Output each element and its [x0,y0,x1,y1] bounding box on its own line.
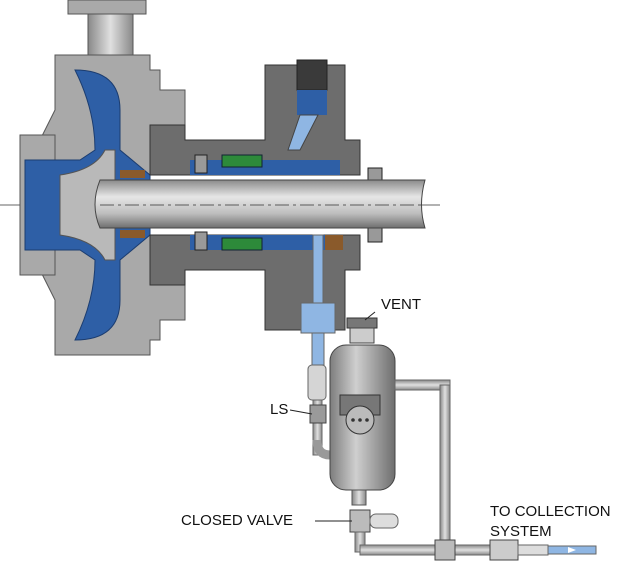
bushing-outboard [325,235,343,250]
drain-passage [312,234,324,306]
top-port-fluid [297,90,327,115]
seal-face-bottom [221,237,263,251]
vent-cap [346,317,378,329]
spring-bottom [194,231,208,251]
drain-tube [312,399,323,456]
reservoir-outlet [351,489,367,506]
seal-face-top [221,154,263,168]
spring-top [194,154,208,174]
closed-valve [349,509,371,533]
closed-valve-label: CLOSED VALVE [181,512,293,529]
tee-fitting [434,539,456,561]
overflow-down-pipe [439,384,451,551]
top-port-plug [296,59,328,91]
flow-arrow-icon [568,547,576,553]
vent-fitting [349,327,375,344]
outlet-fitting [517,544,549,556]
vent-label: VENT [381,296,422,313]
level-switch-valve [309,404,327,424]
collection-label-line2: SYSTEM [490,523,552,540]
level-switch-dots [351,418,369,422]
vent-leader [364,311,376,321]
closed-valve-handle [369,513,399,529]
bushing-top [120,170,145,178]
impeller [59,149,116,261]
drain-pipe [311,332,325,366]
ls-leader [289,409,313,415]
shaft [94,179,426,229]
bottom-pipe [359,544,501,556]
seal-fluid-top [190,160,340,175]
bushing-bottom [120,230,145,238]
drain-fitting [307,364,327,401]
discharge-nozzle [67,0,147,60]
collection-label-line1: TO COLLECTION [490,503,611,520]
ls-label: LS [270,401,289,418]
drain-port [300,302,336,334]
flush-passage [287,114,319,151]
outlet-valve [489,539,519,561]
drain-elbow [312,439,331,460]
